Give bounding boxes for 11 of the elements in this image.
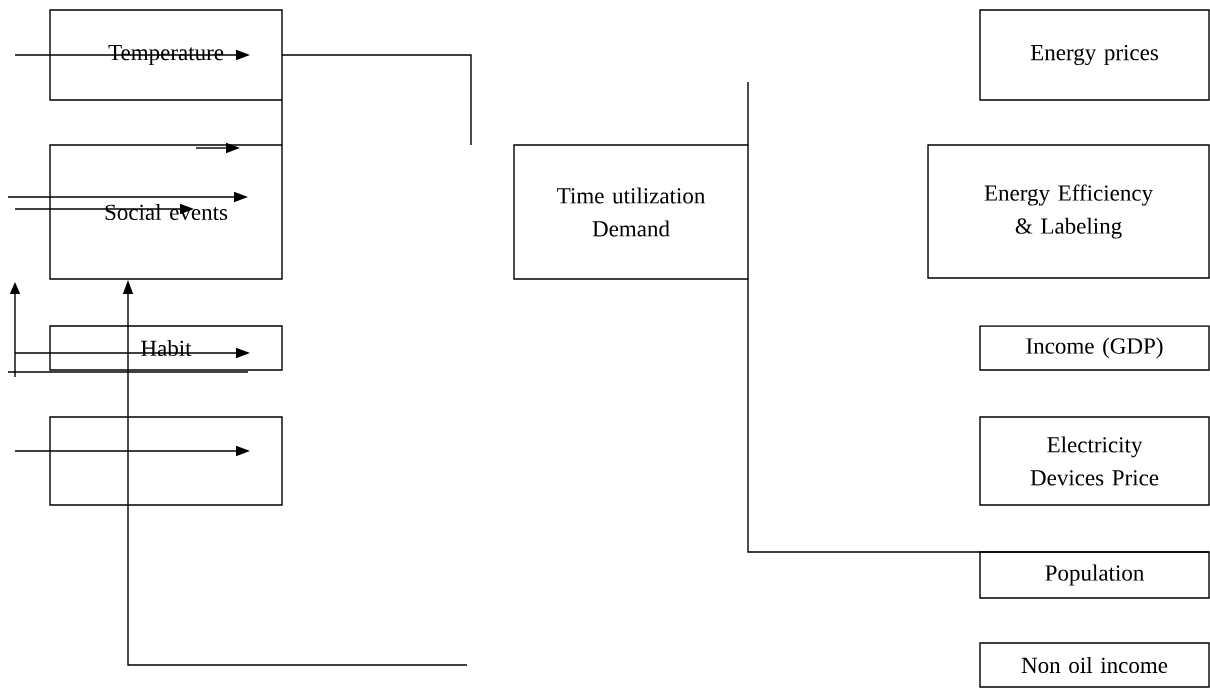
text-box: Income (GDP) (979, 325, 1210, 371)
text-box: Electricity Devices Price (979, 416, 1210, 506)
text-box: Population (979, 551, 1210, 599)
connector-line (747, 278, 1210, 553)
text-box: Energy prices (979, 9, 1210, 101)
text-box: Non oil income (979, 642, 1210, 688)
text-box: Energy Efficiency & Labeling (927, 144, 1210, 279)
connector-line (281, 54, 472, 146)
text-box: Time utilization Demand (513, 144, 749, 280)
connector-line (281, 99, 283, 146)
empty-box (49, 416, 283, 506)
